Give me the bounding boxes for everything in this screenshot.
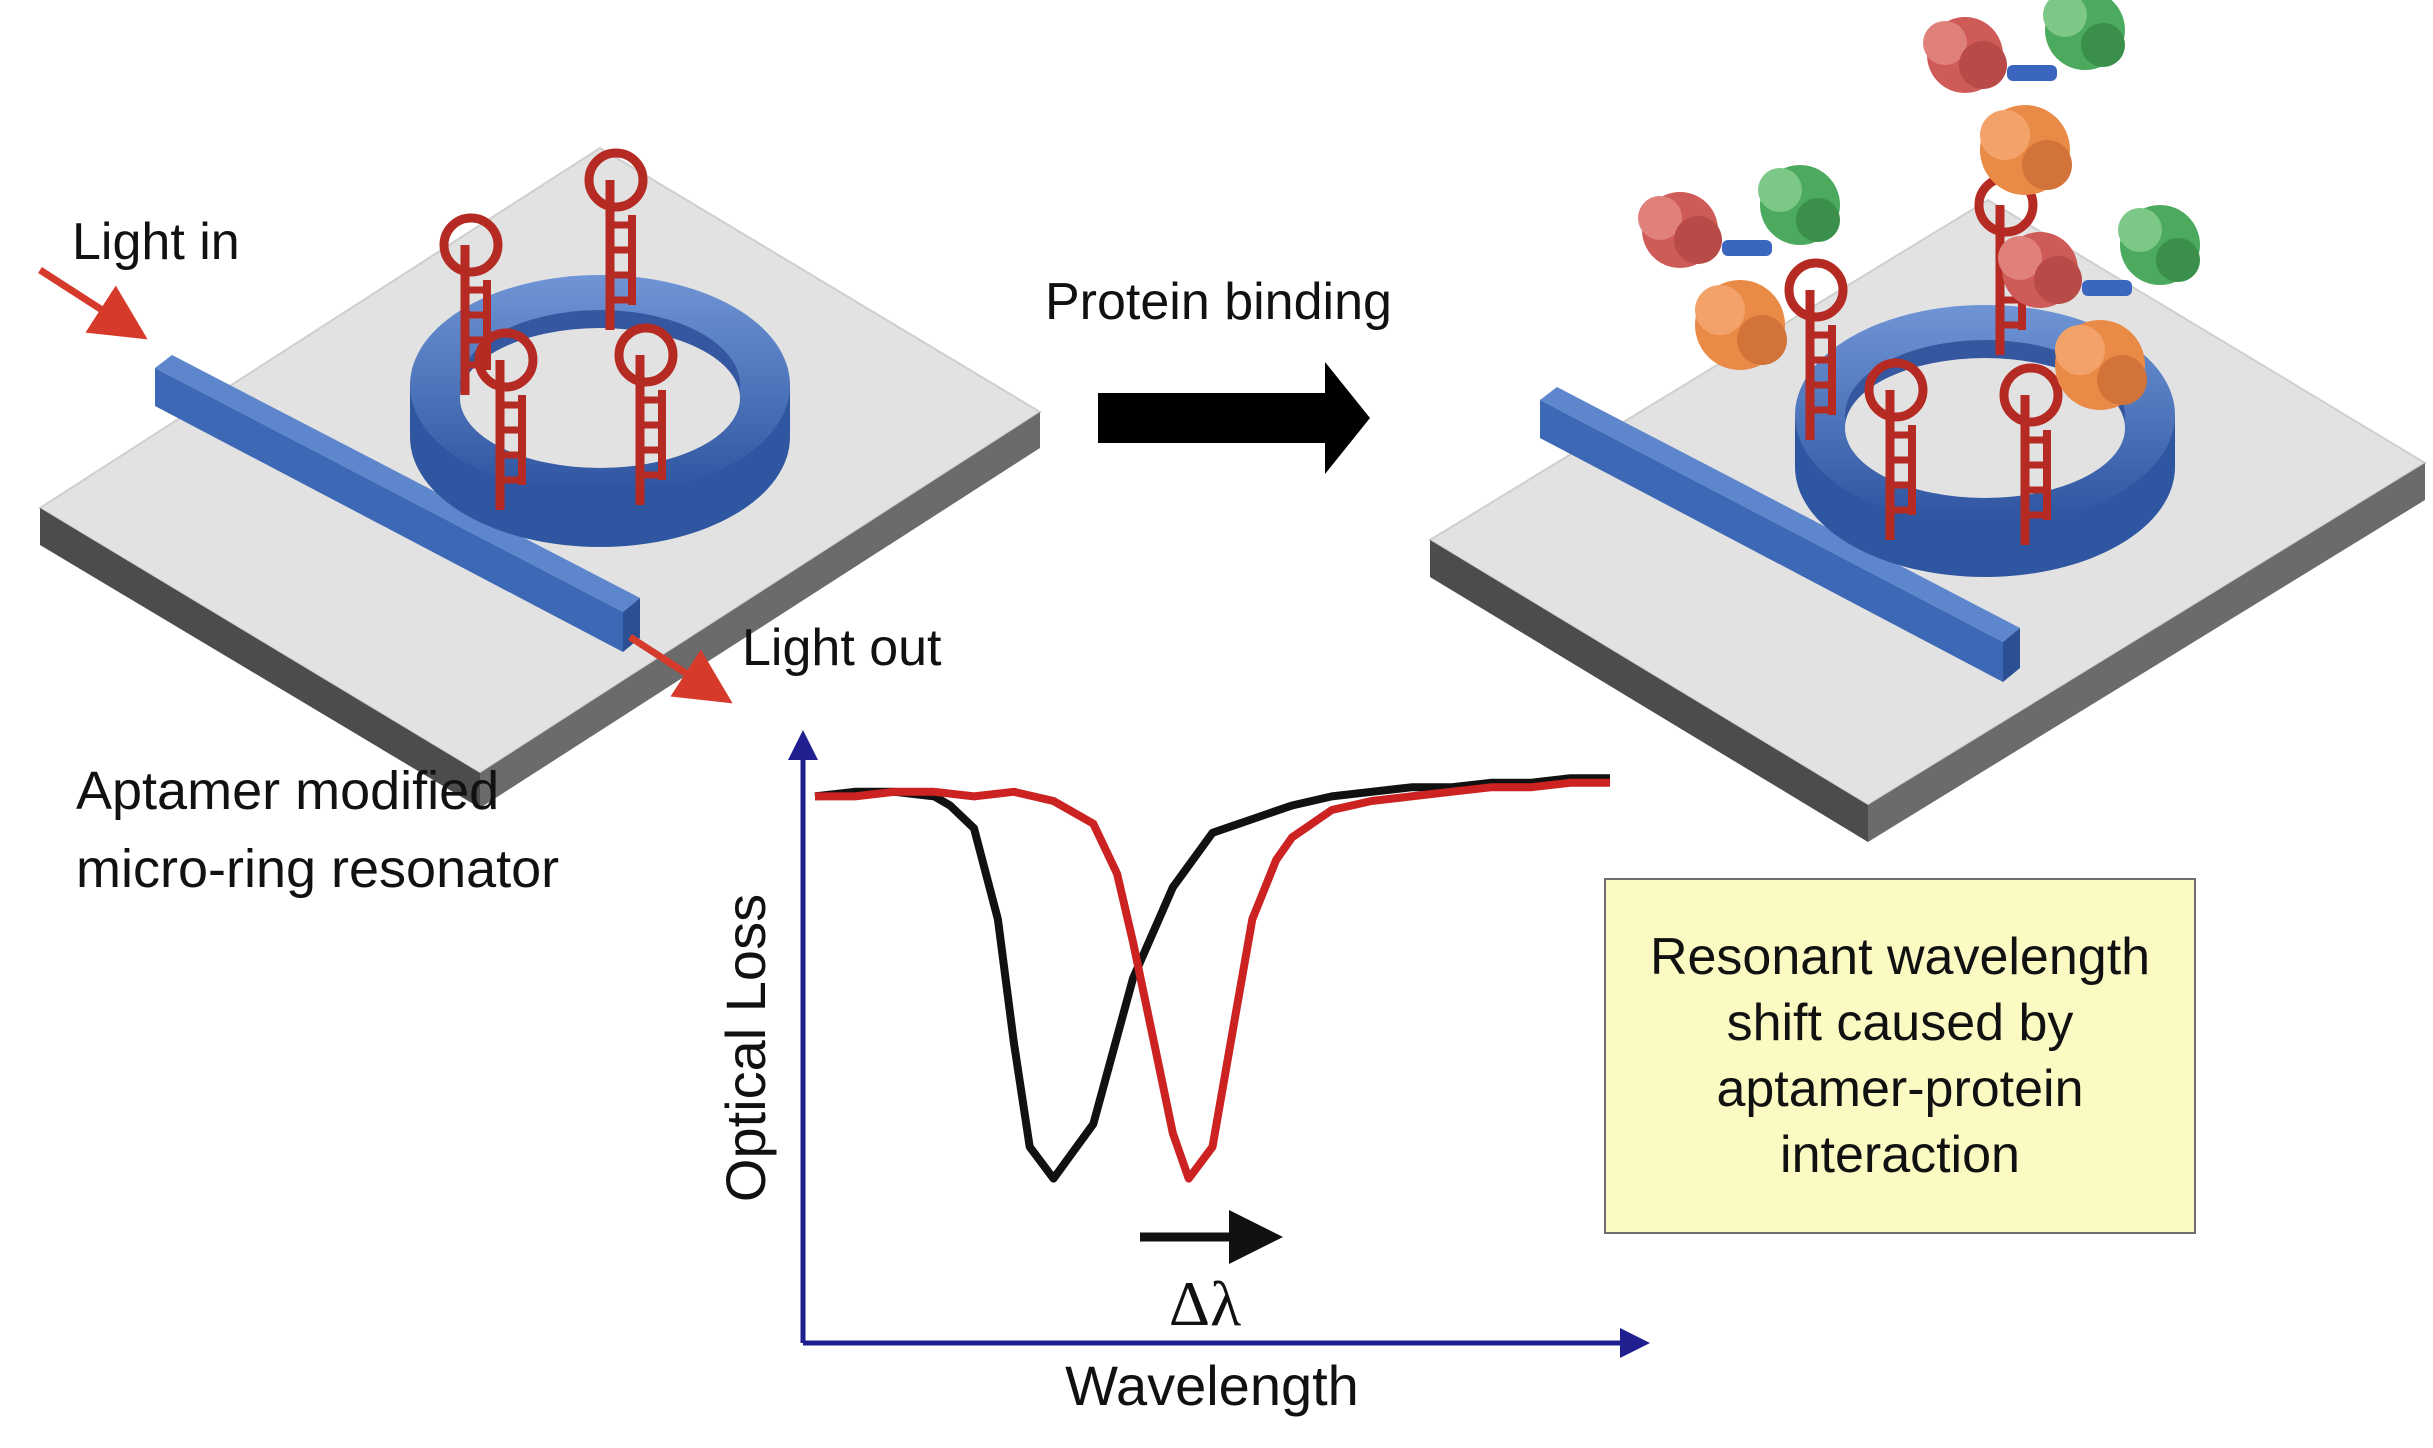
device-caption-line-1: Aptamer modified: [76, 761, 500, 821]
light-out-label: Light out: [742, 619, 942, 677]
callout-line-1: Resonant wavelength: [1649, 928, 2151, 986]
callout-line-2: shift caused by: [1726, 994, 2074, 1052]
light-out-arrow: [628, 634, 733, 704]
series-1-line: [815, 778, 1610, 1183]
left-waveguide: [155, 355, 640, 652]
callout-line-3: aptamer-protein: [1716, 1060, 2084, 1118]
light-in-arrow: [38, 267, 148, 340]
callout-box: Resonant wavelength shift caused by apta…: [1604, 878, 2196, 1234]
device-caption-line-2: micro-ring resonator: [76, 839, 560, 899]
light-in-label: Light in: [72, 213, 240, 271]
delta-lambda-label: Δλ: [1169, 1268, 1241, 1339]
y-axis-label: Optical Loss: [714, 894, 777, 1202]
callout-line-4: interaction: [1780, 1126, 2020, 1184]
process-arrow: [1098, 362, 1370, 474]
x-axis-label: Wavelength: [1065, 1354, 1359, 1417]
spectrum-chart: [788, 730, 1650, 1358]
series-0-line: [814, 774, 1610, 1183]
protein-binding-label: Protein binding: [1045, 273, 1392, 331]
right-waveguide: [1540, 387, 2020, 682]
